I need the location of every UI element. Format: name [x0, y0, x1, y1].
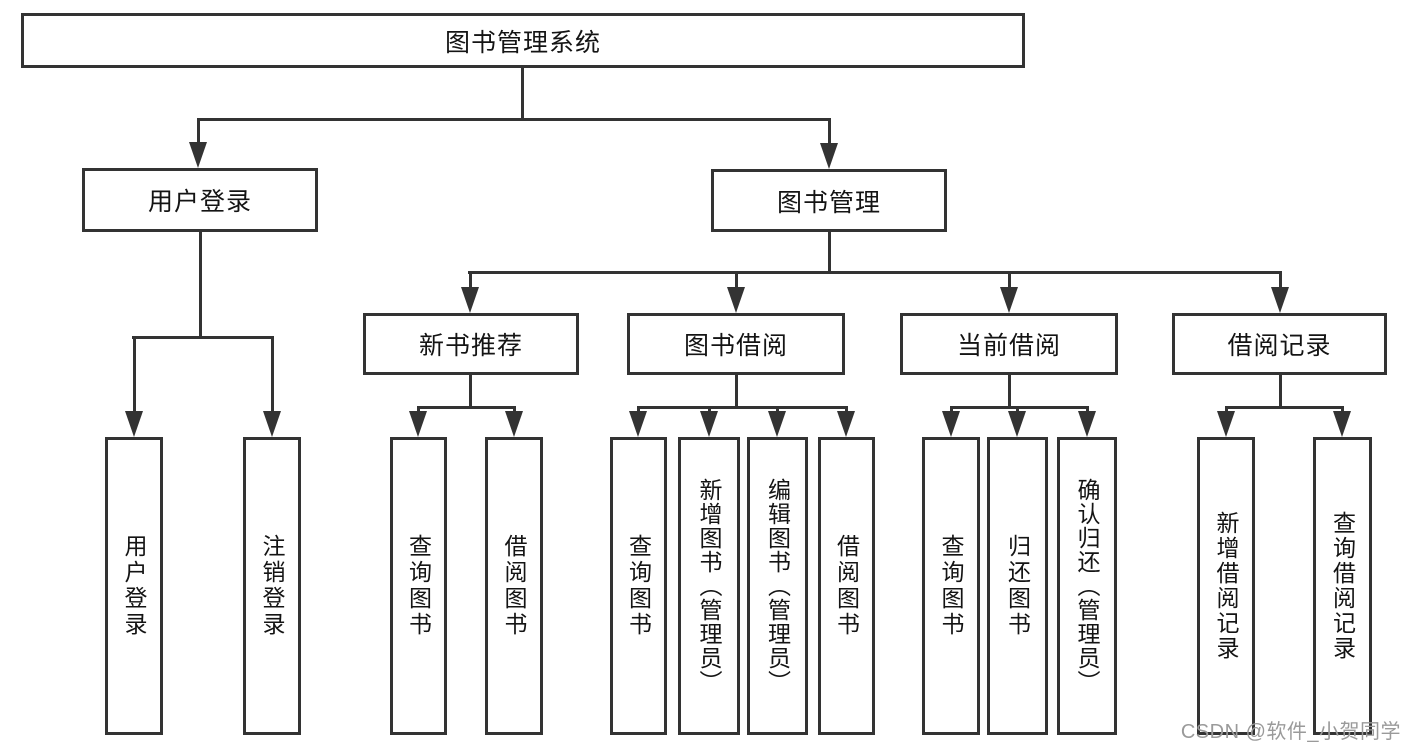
- connector-line: [197, 118, 200, 144]
- connector-line: [828, 118, 831, 145]
- arrowhead-icon: [820, 143, 838, 169]
- arrowhead-icon: [1271, 287, 1289, 313]
- arrowhead-icon: [1000, 287, 1018, 313]
- connector-line: [271, 336, 274, 414]
- arrowhead-icon: [409, 411, 427, 437]
- node-new-book-recommend: 新书推荐: [363, 313, 579, 375]
- arrowhead-icon: [768, 411, 786, 437]
- connector-line: [513, 406, 516, 415]
- connector-line: [1341, 406, 1344, 415]
- arrowhead-icon: [505, 411, 523, 437]
- leaf-current-confirm-return-admin: 确认归还（管理员）: [1057, 437, 1117, 735]
- leaf-records-query-record: 查询借阅记录: [1313, 437, 1372, 735]
- leaf-borrow-add-books-admin: 新增图书（管理员）: [678, 437, 740, 735]
- connector-line: [735, 271, 738, 291]
- leaf-newbook-borrow-books: 借阅图书: [485, 437, 543, 735]
- connector-line: [1016, 406, 1019, 415]
- csdn-watermark: CSDN @软件_小贺同学: [1180, 721, 1401, 743]
- connector-line: [776, 406, 779, 415]
- connector-line: [1086, 406, 1089, 415]
- leaf-borrow-query-books: 查询图书: [610, 437, 667, 735]
- arrowhead-icon: [125, 411, 143, 437]
- arrowhead-icon: [1008, 411, 1026, 437]
- connector-line: [637, 406, 640, 415]
- arrowhead-icon: [942, 411, 960, 437]
- leaf-newbook-query-books: 查询图书: [390, 437, 447, 735]
- connector-line: [1279, 271, 1282, 291]
- arrowhead-icon: [189, 142, 207, 168]
- node-root: 图书管理系统: [21, 13, 1025, 68]
- node-borrow-records: 借阅记录: [1172, 313, 1387, 375]
- connector-line: [735, 375, 738, 409]
- arrowhead-icon: [263, 411, 281, 437]
- connector-line: [133, 336, 136, 414]
- connector-line: [950, 406, 953, 415]
- node-book-borrow: 图书借阅: [627, 313, 845, 375]
- node-book-management: 图书管理: [711, 169, 947, 232]
- connector-line: [469, 375, 472, 409]
- arrowhead-icon: [1217, 411, 1235, 437]
- arrowhead-icon: [629, 411, 647, 437]
- leaf-records-add-record: 新增借阅记录: [1197, 437, 1255, 735]
- arrowhead-icon: [700, 411, 718, 437]
- node-user-login: 用户登录: [82, 168, 318, 232]
- connector-line: [199, 232, 202, 339]
- connector-line: [132, 336, 274, 339]
- arrowhead-icon: [727, 287, 745, 313]
- arrowhead-icon: [837, 411, 855, 437]
- connector-line: [417, 406, 420, 415]
- connector-line: [469, 271, 472, 291]
- node-current-borrow: 当前借阅: [900, 313, 1118, 375]
- connector-line: [828, 232, 831, 274]
- connector-line: [950, 406, 1089, 409]
- connector-line: [468, 271, 1281, 274]
- leaf-current-return-books: 归还图书: [987, 437, 1048, 735]
- arrowhead-icon: [1333, 411, 1351, 437]
- connector-line: [417, 406, 516, 409]
- connector-line: [197, 118, 830, 121]
- connector-line: [708, 406, 711, 415]
- connector-line: [1008, 375, 1011, 409]
- leaf-borrow-edit-books-admin: 编辑图书（管理员）: [747, 437, 808, 735]
- leaf-borrow-borrow-books: 借阅图书: [818, 437, 875, 735]
- connector-line: [1225, 406, 1228, 415]
- arrowhead-icon: [461, 287, 479, 313]
- connector-line: [1225, 406, 1344, 409]
- leaf-user-login: 用户登录: [105, 437, 163, 735]
- connector-line: [1279, 375, 1282, 409]
- connector-line: [637, 406, 848, 409]
- leaf-logout: 注销登录: [243, 437, 301, 735]
- connector-line: [845, 406, 848, 415]
- arrowhead-icon: [1078, 411, 1096, 437]
- connector-line: [1008, 271, 1011, 291]
- connector-line: [521, 68, 524, 120]
- leaf-current-query-books: 查询图书: [922, 437, 980, 735]
